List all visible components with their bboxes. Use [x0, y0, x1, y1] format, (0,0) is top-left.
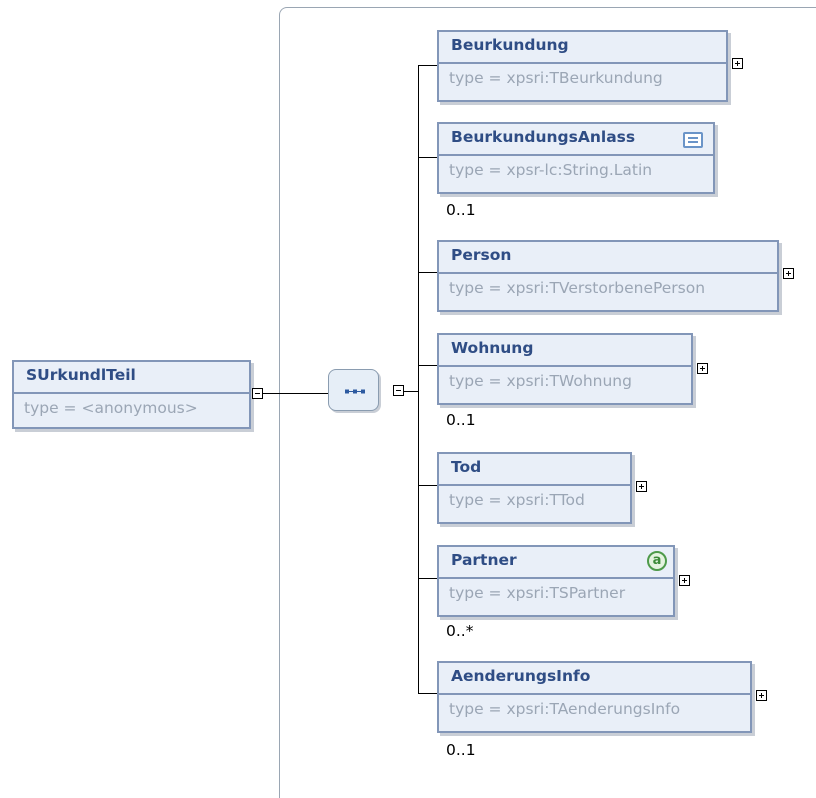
element-type: type = xpsri:TVerstorbenePerson	[449, 279, 706, 297]
sequence-compositor[interactable]	[328, 369, 379, 411]
element-type: type = xpsri:TBeurkundung	[449, 69, 663, 87]
element-node-person[interactable]: Person type = xpsri:TVerstorbenePerson	[437, 240, 779, 312]
element-name: BeurkundungsAnlass	[451, 128, 636, 146]
connector-line	[263, 393, 328, 394]
branch-line	[418, 65, 438, 66]
element-name: Wohnung	[451, 339, 534, 357]
element-type: type = xpsri:TAenderungsInfo	[449, 700, 681, 718]
element-node-beurkundung[interactable]: Beurkundung type = xpsri:TBeurkundung	[437, 30, 728, 102]
branch-line	[418, 578, 438, 579]
element-name: Person	[451, 246, 512, 264]
node-divider	[439, 693, 750, 695]
node-divider	[439, 272, 777, 274]
occurrence-label: 0..1	[446, 741, 476, 759]
branch-line	[418, 485, 438, 486]
branch-line	[418, 693, 438, 694]
node-divider	[14, 392, 249, 394]
root-element-name: SUrkundlTeil	[26, 366, 136, 384]
root-element-type: type = <anonymous>	[24, 399, 198, 417]
expand-icon[interactable]	[679, 575, 690, 586]
node-divider	[439, 62, 726, 64]
element-name: Partner	[451, 551, 517, 569]
element-name: Tod	[451, 458, 482, 476]
occurrence-label: 0..*	[446, 622, 474, 640]
branch-line	[418, 157, 438, 158]
expand-icon[interactable]	[697, 363, 708, 374]
group-frame	[279, 7, 816, 798]
element-node-tod[interactable]: Tod type = xpsri:TTod	[437, 452, 632, 524]
attribute-icon: a	[647, 551, 667, 571]
connector-line	[404, 391, 418, 392]
tree-trunk-line	[418, 65, 419, 693]
element-type: type = xpsri:TWohnung	[449, 372, 632, 390]
occurrence-label: 0..1	[446, 201, 476, 219]
element-node-wohnung[interactable]: Wohnung type = xpsri:TWohnung	[437, 333, 693, 405]
collapse-icon[interactable]	[393, 385, 404, 396]
branch-line	[418, 272, 438, 273]
element-node-partner[interactable]: Partner a type = xpsri:TSPartner	[437, 545, 675, 617]
element-name: Beurkundung	[451, 36, 569, 54]
expand-icon[interactable]	[636, 481, 647, 492]
node-divider	[439, 154, 713, 156]
expand-icon[interactable]	[756, 690, 767, 701]
node-divider	[439, 484, 630, 486]
root-element-node[interactable]: SUrkundlTeil type = <anonymous>	[12, 360, 251, 429]
node-divider	[439, 365, 691, 367]
documentation-icon	[683, 132, 703, 148]
collapse-icon[interactable]	[252, 388, 263, 399]
occurrence-label: 0..1	[446, 411, 476, 429]
element-node-aenderungsinfo[interactable]: AenderungsInfo type = xpsri:TAenderungsI…	[437, 661, 752, 733]
element-name: AenderungsInfo	[451, 667, 591, 685]
element-type: type = xpsri:TSPartner	[449, 584, 626, 602]
node-divider	[439, 577, 673, 579]
expand-icon[interactable]	[783, 268, 794, 279]
branch-line	[418, 365, 438, 366]
expand-icon[interactable]	[732, 58, 743, 69]
element-node-beurkundungsanlass[interactable]: BeurkundungsAnlass type = xpsr-lc:String…	[437, 122, 715, 194]
element-type: type = xpsr-lc:String.Latin	[449, 161, 653, 179]
sequence-compositor-icon	[345, 389, 365, 394]
element-type: type = xpsri:TTod	[449, 491, 585, 509]
